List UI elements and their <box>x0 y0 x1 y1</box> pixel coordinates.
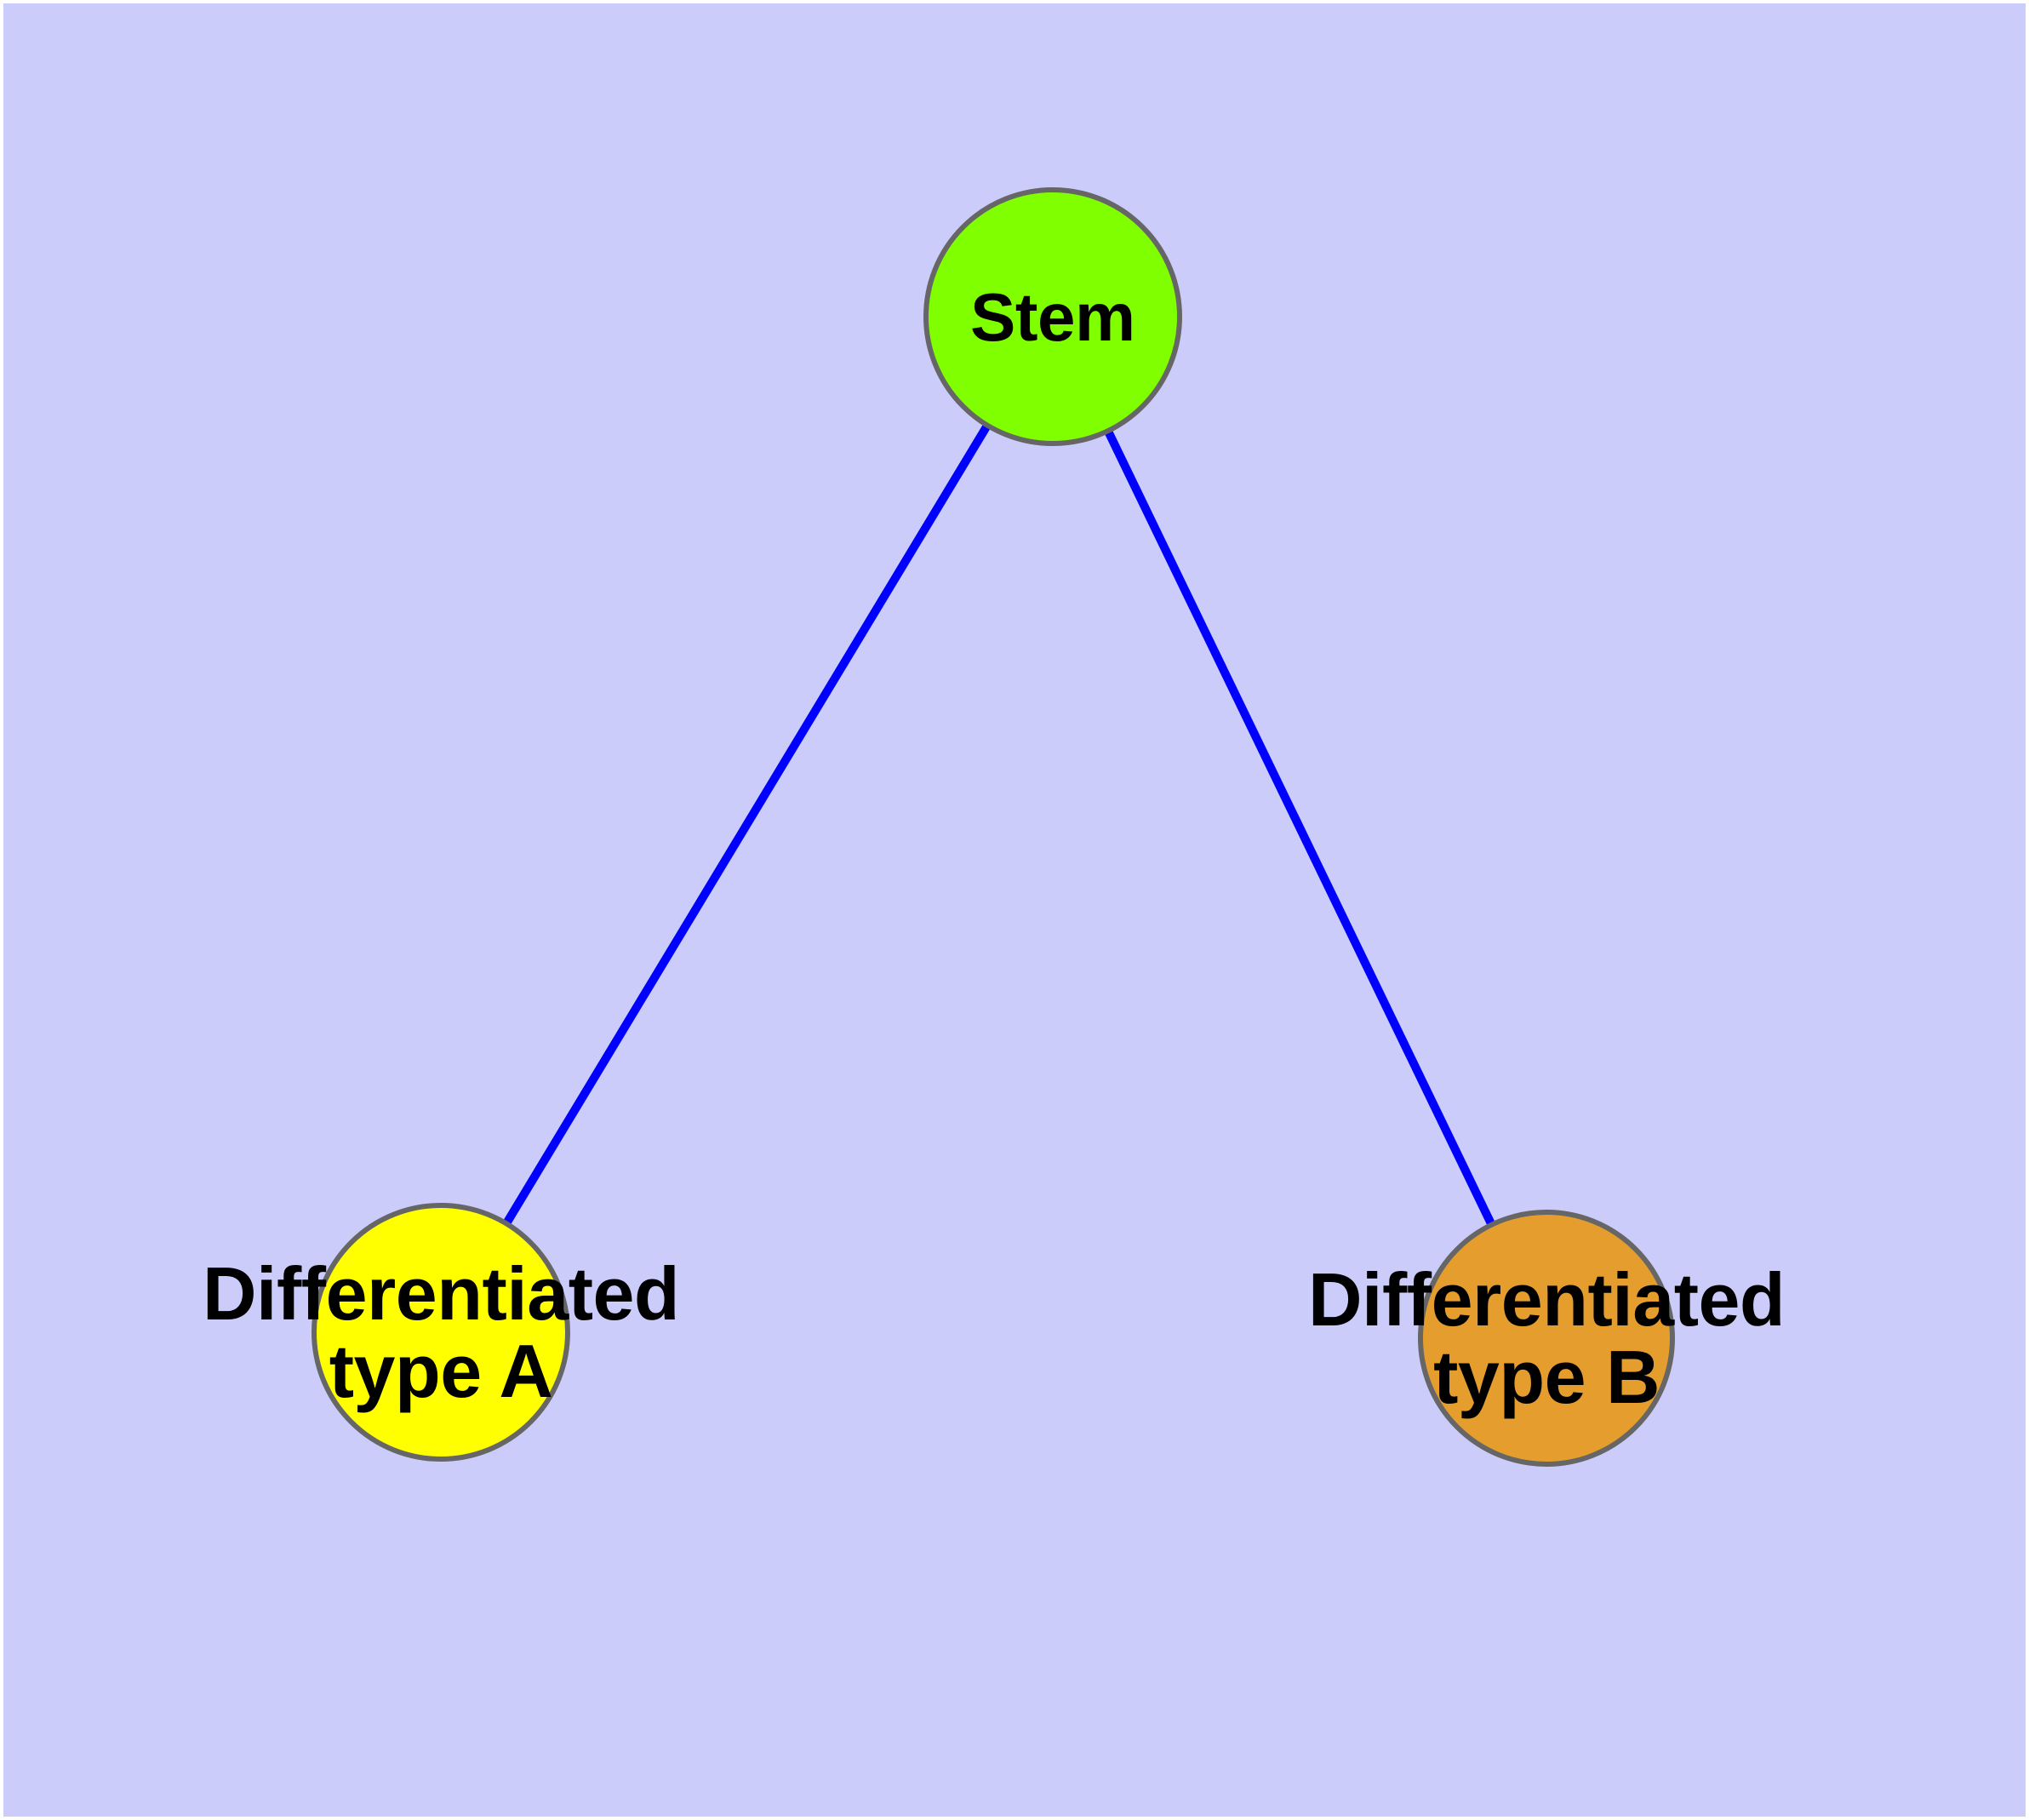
edge-layer <box>501 421 1497 1229</box>
graph-edge-stem-to-diff_b[interactable] <box>1103 426 1497 1229</box>
graph-node-stem[interactable] <box>923 187 1182 446</box>
graph-node-diff_a[interactable] <box>311 1203 570 1462</box>
graph-node-diff_b[interactable] <box>1418 1210 1675 1467</box>
graph-edge-stem-to-diff_a[interactable] <box>501 421 992 1228</box>
